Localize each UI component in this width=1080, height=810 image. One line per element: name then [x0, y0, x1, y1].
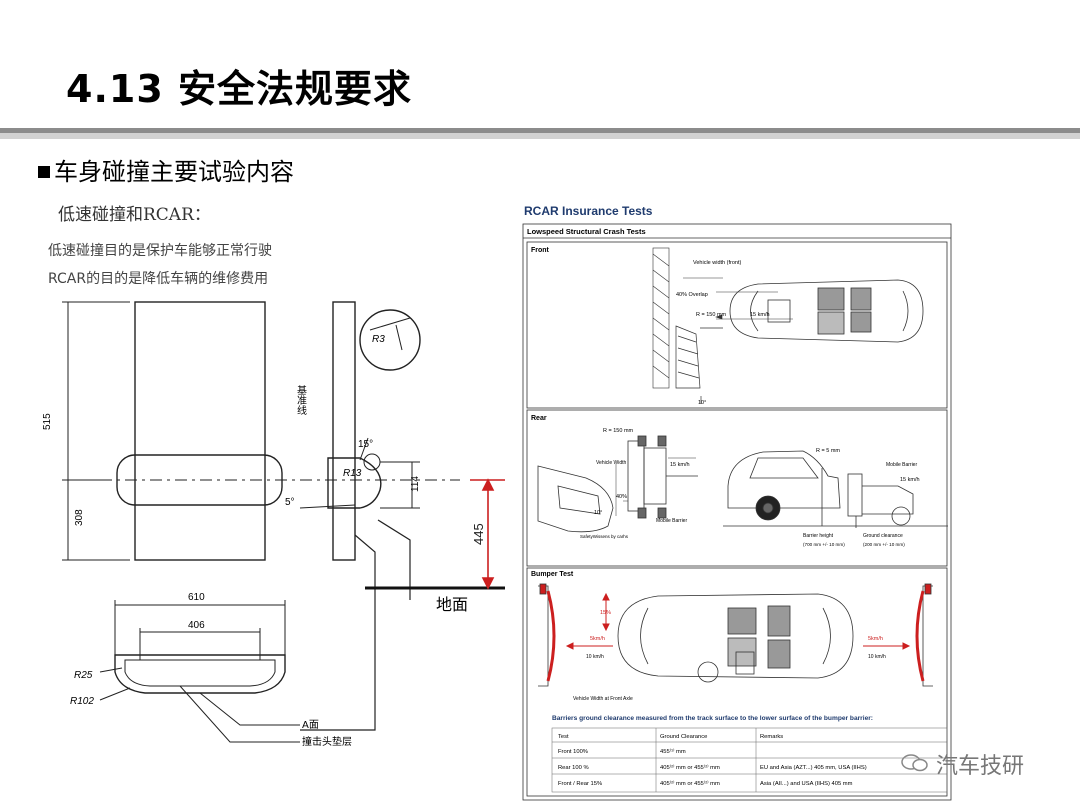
table-cell: EU and Asia (AZT...) 405 mm, USA (IIHS): [760, 765, 867, 771]
dim-445: 445: [471, 523, 486, 545]
watermark-text: 汽车技研: [936, 754, 1025, 779]
caption: Barriers ground clearance measured from …: [552, 715, 873, 722]
rear-vehicle-width: Vehicle Width: [596, 460, 627, 466]
front-barrier: [675, 325, 723, 404]
bumper-car: [617, 593, 854, 683]
rear-left-car: [537, 465, 614, 533]
front-vehicle-width: Vehicle width (front): [693, 260, 741, 266]
front-wall: [652, 247, 670, 389]
dim-angle-15: 15°: [358, 439, 373, 450]
table-cell: 405⁽²⁾ mm or 455⁽²⁾ mm: [660, 780, 720, 787]
rear-speed1: 15 km/h: [670, 462, 690, 468]
table-header-remarks: Remarks: [760, 734, 783, 740]
bumper-speed-right2: 10 km/h: [868, 654, 886, 660]
bumper-speed-left2: 10 km/h: [586, 654, 604, 660]
front-angle: 10°: [698, 400, 706, 406]
dim-308: 308: [74, 509, 85, 526]
rear-barrier-height-val: (700 mm +/- 10 mm): [803, 542, 845, 547]
bumper-width-axle: Vehicle Width at Front Axle: [573, 696, 633, 702]
bumper-right-barrier: [915, 583, 933, 687]
header-rule-dark: [0, 128, 1080, 133]
label-a-face: A面: [302, 720, 319, 731]
front-car: [729, 279, 924, 343]
section-heading: 车身碰撞主要试验内容: [38, 152, 294, 187]
detail-circle: [359, 309, 421, 371]
table-cell: Asia (AII...) and USA (IIHS) 405 mm: [760, 781, 853, 787]
section-title: 车身碰撞主要试验内容: [54, 158, 294, 186]
table-cell: Front 100%: [558, 749, 588, 755]
dim-r13: R13: [343, 468, 362, 479]
rear-radius1: R = 150 mm: [603, 428, 634, 434]
table-header-test: Test: [558, 734, 569, 740]
front-label: Front: [531, 247, 550, 254]
rear-barrier-height: Barrier height: [803, 533, 834, 539]
rear-logo: SafetyWissens by carhs: [580, 534, 629, 539]
dim-r3: R3: [372, 334, 385, 345]
bumper-pct: 15%: [600, 610, 611, 616]
left-desc-line2: RCAR的目的是降低车辆的维修费用: [48, 271, 269, 287]
page-title: 4.13 安全法规要求: [66, 67, 412, 111]
barrier-drawing: 515 308 610 406 114 445 R3 R13 R25 R102 …: [42, 301, 505, 748]
impactor-plan-outline: [114, 654, 286, 694]
bumper-speed-right: 5km/h: [868, 636, 883, 642]
rear-right-car: [723, 450, 948, 527]
left-subtitle: 低速碰撞和RCAR：: [58, 205, 211, 225]
header-rule-light: [0, 133, 1080, 139]
bumper-speed-left: 5km/h: [590, 636, 605, 642]
label-ground: 地面: [436, 595, 468, 614]
dim-406: 406: [188, 620, 205, 631]
table-cell: 455⁽¹⁾ mm: [660, 748, 686, 755]
rear-ground-clearance: Ground clearance: [863, 533, 903, 539]
rear-radius2: R = 5 mm: [816, 448, 840, 454]
bumper-label: Bumper Test: [531, 571, 574, 578]
table-cell: Front / Rear 15%: [558, 781, 602, 787]
rear-pct: 40%: [616, 494, 627, 500]
rcar-panel: RCAR Insurance Tests Lowspeed Structural…: [522, 204, 952, 801]
rear-mobile-barrier2-label: Mobile Barrier: [886, 462, 917, 468]
lowspeed-header: Lowspeed Structural Crash Tests: [527, 227, 646, 236]
dim-114: 114: [410, 476, 421, 492]
front-overlap: 40% Overlap: [676, 292, 708, 298]
barrier-front-body: [134, 301, 266, 561]
barrier-side-body: [332, 301, 356, 561]
rear-label: Rear: [531, 415, 547, 422]
table-cell: Rear 100 %: [558, 765, 589, 771]
dim-610: 610: [188, 592, 205, 603]
square-bullet-icon: [38, 166, 50, 178]
rcar-title: RCAR Insurance Tests: [524, 204, 653, 218]
table-cell: 405⁽²⁾ mm or 455⁽²⁾ mm: [660, 764, 720, 771]
rear-mobile-barrier: [627, 435, 698, 519]
rear-ground-clearance-val: (200 mm +/- 10 mm): [863, 542, 905, 547]
rear-speed2: 15 km/h: [900, 477, 920, 483]
rear-mobile-barrier1: Mobile Barrier: [656, 518, 687, 524]
rear-mobile-barrier2: [847, 473, 914, 528]
clearance-table: [551, 727, 948, 793]
label-ref-line: 基准线: [295, 384, 307, 415]
dim-angle-5: 5°: [285, 497, 295, 508]
bumper-left-barrier: [538, 583, 556, 687]
rcar-outer-frame: [522, 223, 952, 801]
table-header-clearance: Ground Clearance: [660, 734, 707, 740]
dim-r25: R25: [74, 670, 93, 681]
label-impactor-rubber: 撞击头垫层: [302, 735, 352, 748]
dim-r102: R102: [70, 696, 94, 707]
front-radius: R = 150 mm: [696, 312, 727, 318]
front-speed: 15 km/h: [750, 312, 770, 318]
barrier-side-impactor: [327, 457, 382, 509]
rear-angle: 10°: [594, 510, 602, 516]
dim-515: 515: [42, 413, 53, 430]
left-desc-line1: 低速碰撞目的是保护车能够正常行驶: [48, 243, 272, 259]
wechat-icon: [901, 754, 928, 772]
